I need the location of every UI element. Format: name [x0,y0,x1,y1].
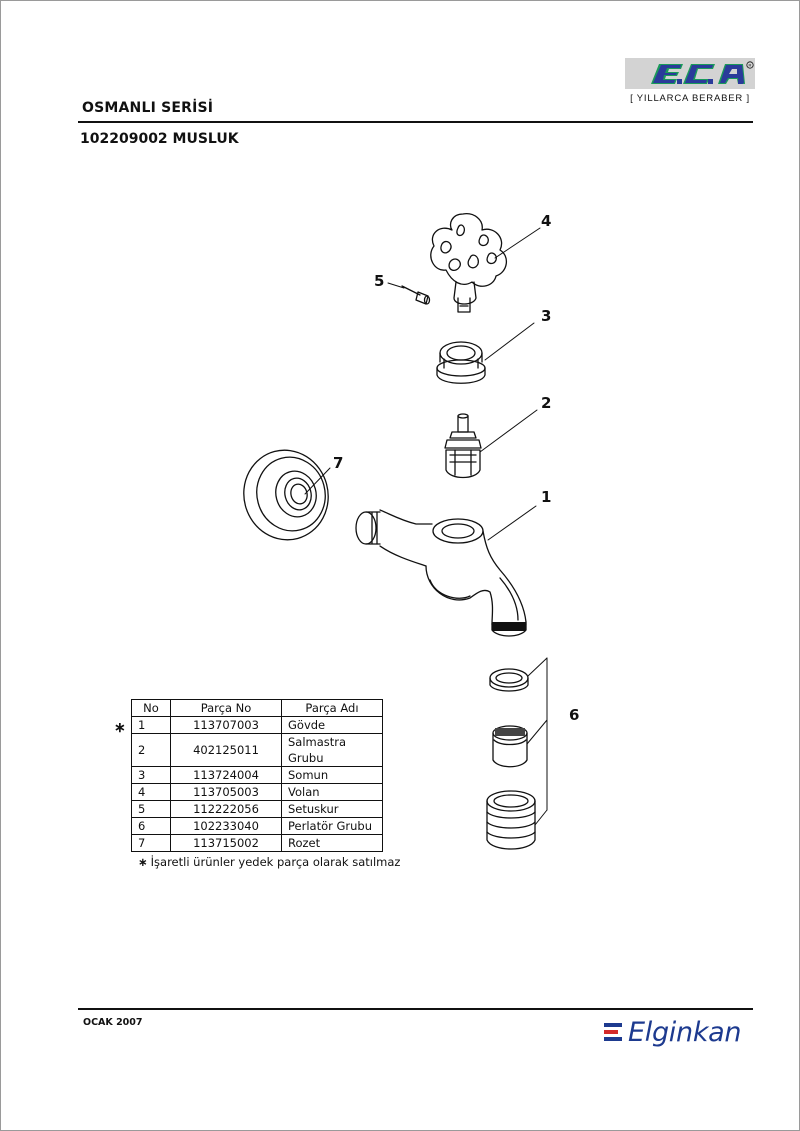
aerator-mesh [495,728,525,736]
callout-3: 3 [541,307,552,325]
cell-part-no: 112222056 [170,800,282,818]
table-row: 6 102233040 Perlatör Grubu [131,817,383,835]
header-part-no: Parça No [170,699,282,717]
cell-part-no: 113724004 [170,766,282,784]
part-nut [436,341,486,384]
table-row: 4 113705003 Volan [131,783,383,801]
cell-no: 2 [131,733,171,767]
part-screw [401,285,431,305]
cell-part-name: Volan [281,783,383,801]
header-rule [78,121,753,123]
part-rosette [243,449,329,541]
cell-part-name: Perlatör Grubu [281,817,383,835]
eca-slogan: [ YILLARCA BERABER ] [630,93,750,104]
table-marker: ∗ [114,719,126,735]
body-outlet-ring [492,622,526,631]
cell-no: 4 [131,783,171,801]
cell-no: 5 [131,800,171,818]
callout-1: 1 [541,488,552,506]
callout-4: 4 [541,212,552,230]
note-text: İşaretli ürünler yedek parça olarak satı… [150,855,401,869]
cell-part-name: Rozet [281,834,383,852]
cell-no: 6 [131,817,171,835]
elginkan-logo: Elginkan [604,1012,742,1052]
table-note: ∗İşaretli ürünler yedek parça olarak sat… [138,855,400,869]
cell-part-no: 113715002 [170,834,282,852]
footer-date: OCAK 2007 [83,1017,143,1028]
cell-part-no: 113705003 [170,783,282,801]
parts-table: No Parça No Parça Adı 1 113707003 Gövde … [131,699,383,852]
header-part-name: Parça Adı [281,699,383,717]
cell-part-name: Salmastra Grubu [281,733,383,767]
callout-2: 2 [541,394,552,412]
header-no: No [131,699,171,717]
part-cartridge [444,413,482,479]
table-row: 7 113715002 Rozet [131,834,383,852]
leader-lines [304,227,548,826]
cell-part-name: Somun [281,766,383,784]
footer-rule [78,1008,753,1010]
cell-part-name: Gövde [281,716,383,734]
svg-text:R: R [749,63,752,68]
note-marker: ∗ [138,855,148,869]
table-row: 2 402125011 Salmastra Grubu [131,733,383,767]
exploded-diagram [243,213,548,850]
series-title: OSMANLI SERİSİ [82,100,214,116]
cell-part-no: 102233040 [170,817,282,835]
eca-logo-mark: R [651,61,754,84]
cell-part-no: 113707003 [170,716,282,734]
product-title: 102209002 MUSLUK [80,131,239,147]
eca-logo: R [625,58,755,89]
elginkan-mark-icon [604,1023,622,1041]
table-row: 5 112222056 Setuskur [131,800,383,818]
cell-no: 3 [131,766,171,784]
table-header-row: No Parça No Parça Adı [131,699,383,717]
callout-7: 7 [333,454,344,472]
cell-part-name: Setuskur [281,800,383,818]
cell-no: 1 [131,716,171,734]
table-row: 3 113724004 Somun [131,766,383,784]
callout-6: 6 [569,706,580,724]
cell-part-no: 402125011 [170,733,282,767]
callout-5: 5 [374,272,385,290]
part-aerator [486,668,536,850]
cell-no: 7 [131,834,171,852]
table-row: 1 113707003 Gövde [131,716,383,734]
part-handle [430,213,507,313]
elginkan-wordmark: Elginkan [628,1016,742,1048]
part-body [355,509,527,637]
